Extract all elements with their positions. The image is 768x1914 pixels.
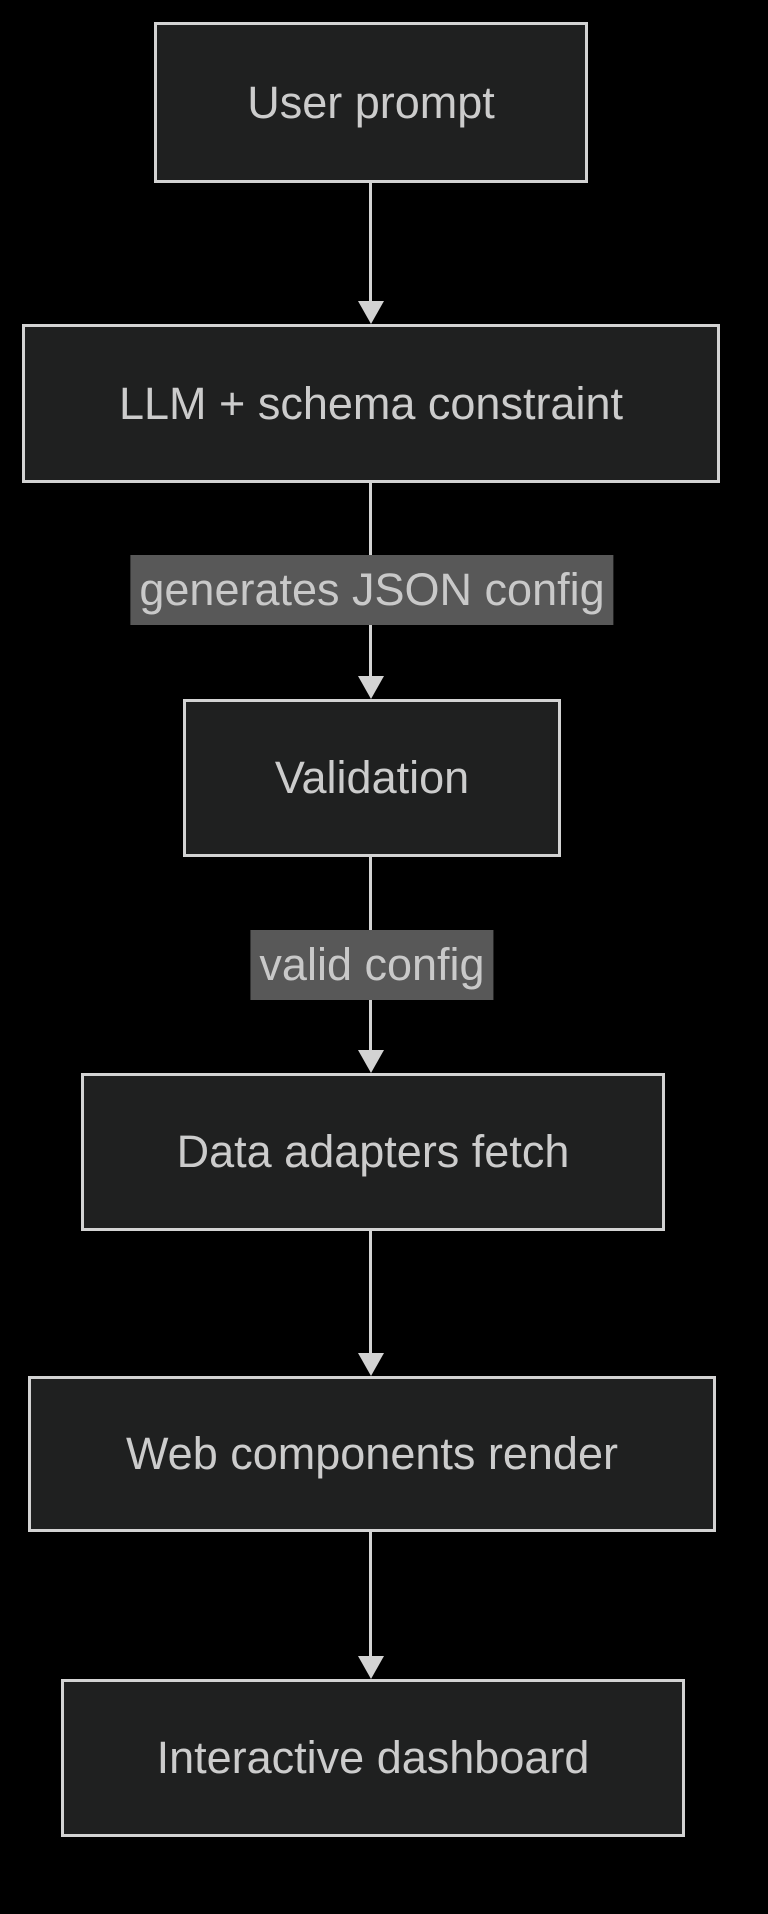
node-interactive-dashboard: Interactive dashboard <box>61 1679 685 1837</box>
edge-web-components-to-dashboard <box>369 1532 372 1656</box>
node-data-adapters-fetch: Data adapters fetch <box>81 1073 665 1231</box>
arrow-down-icon <box>358 301 384 324</box>
node-user-prompt: User prompt <box>154 22 588 183</box>
edge-label-generates-json-config: generates JSON config <box>130 555 614 625</box>
node-llm-schema-constraint: LLM + schema constraint <box>22 324 720 483</box>
arrow-down-icon <box>358 1353 384 1376</box>
edge-label-valid-config: valid config <box>250 930 494 1000</box>
node-validation: Validation <box>183 699 561 857</box>
edge-user-prompt-to-llm <box>369 183 372 301</box>
arrow-down-icon <box>358 676 384 699</box>
node-web-components-render: Web components render <box>28 1376 716 1532</box>
arrow-down-icon <box>358 1050 384 1073</box>
arrow-down-icon <box>358 1656 384 1679</box>
edge-data-adapters-to-web-components <box>369 1231 372 1353</box>
